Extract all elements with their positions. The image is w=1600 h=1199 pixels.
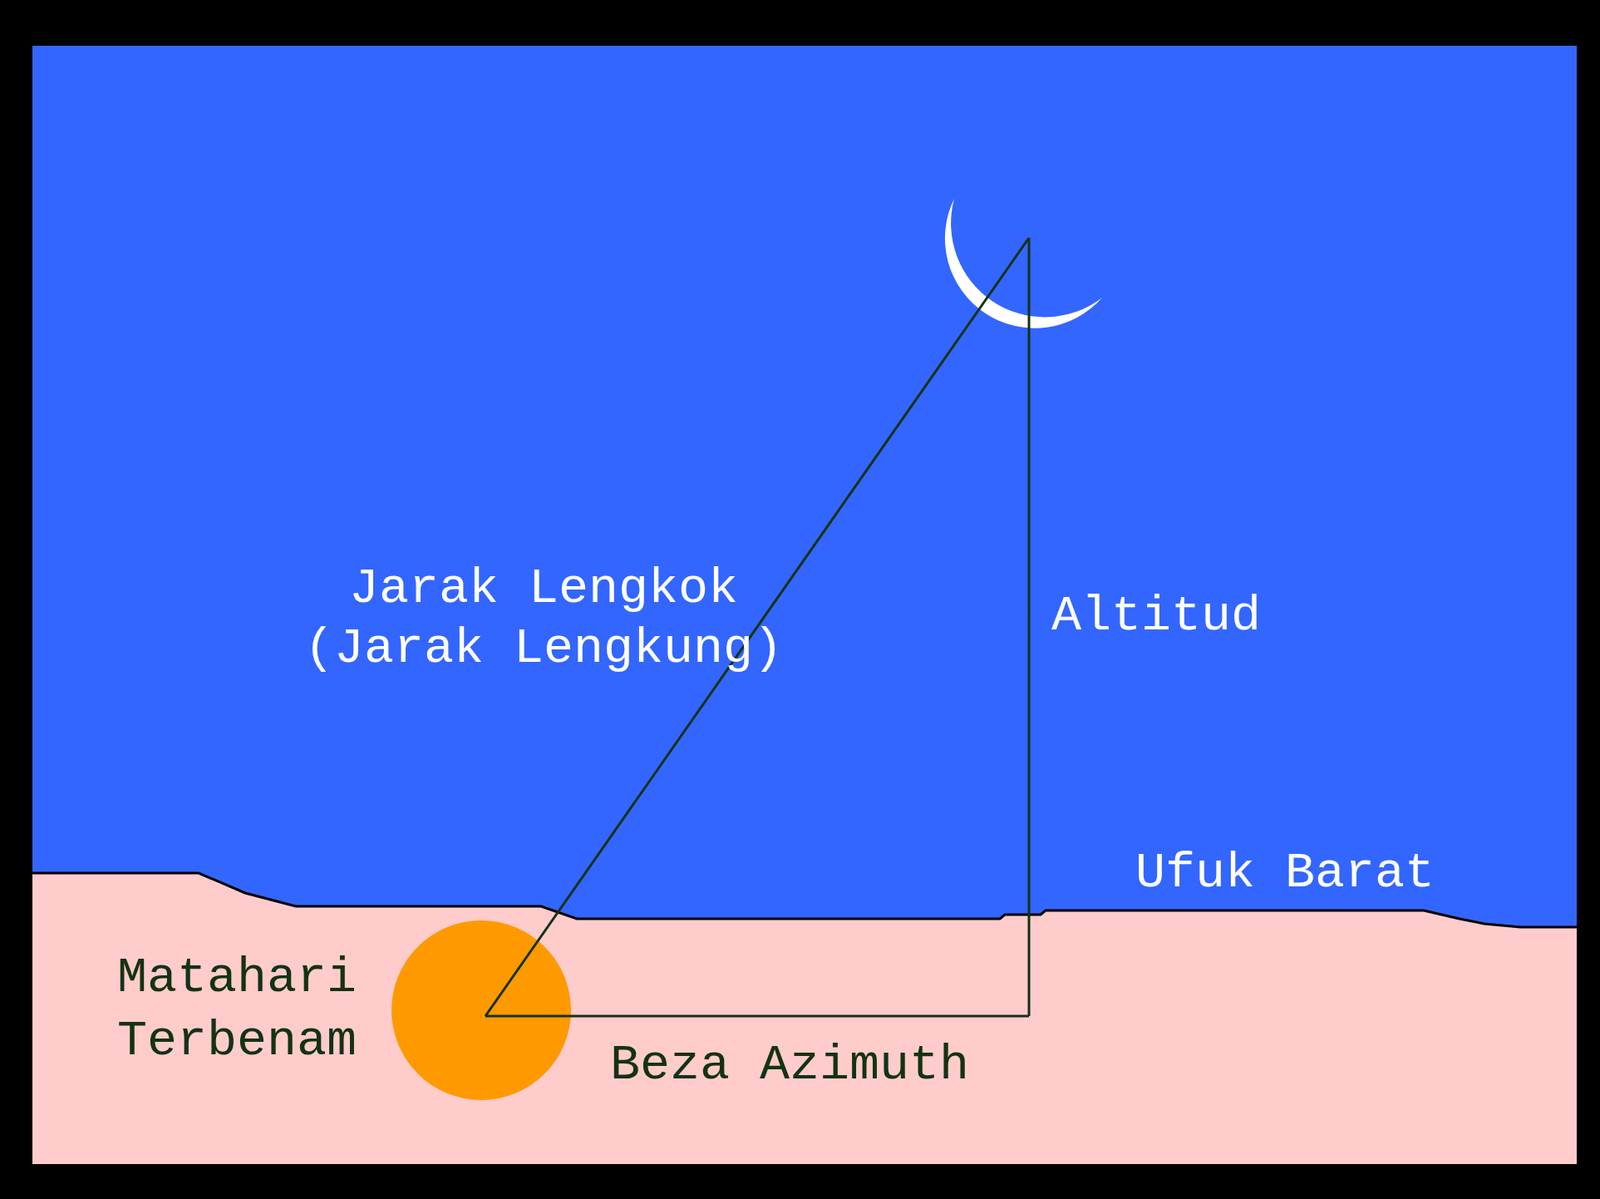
sky (32, 45, 1577, 1164)
altitude-label: Altitud (1051, 585, 1261, 646)
azimuth-line (485, 1014, 1029, 1018)
altitude-line (1028, 237, 1031, 1016)
arc-distance-label: Jarak Lengkok (Jarak Lengkung) (304, 558, 783, 679)
horizon-label: Ufuk Barat (1135, 842, 1435, 903)
crescent-moon (945, 198, 1103, 329)
azimuth-difference-label: Beza Azimuth (610, 1034, 970, 1095)
sunset-label: Matahari Terbenam (117, 945, 387, 1073)
ground (32, 872, 1577, 1164)
sun (391, 920, 572, 1100)
